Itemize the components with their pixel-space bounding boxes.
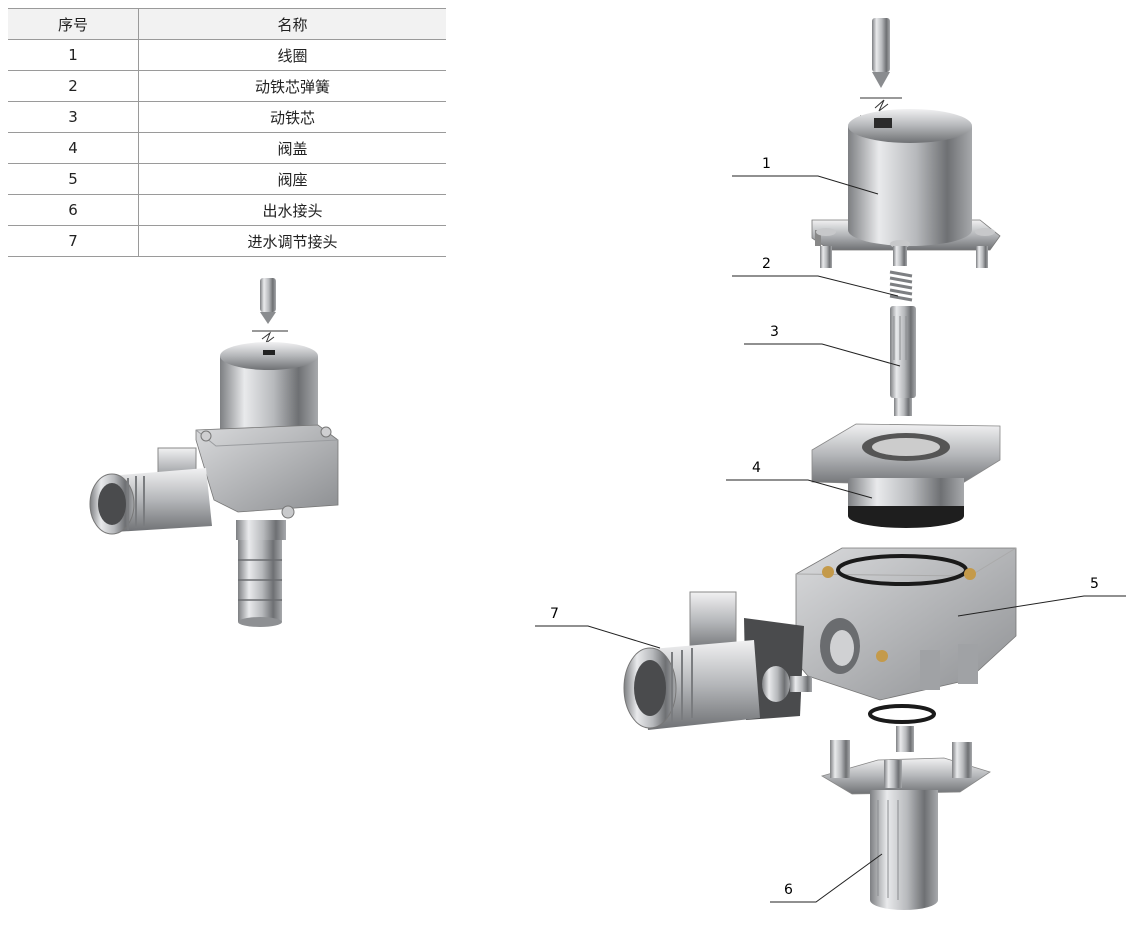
o-ring bbox=[868, 704, 936, 724]
plunger-part bbox=[890, 306, 916, 416]
callout-1: 1 bbox=[762, 156, 771, 172]
row-index: 7 bbox=[8, 225, 139, 257]
spring-part bbox=[889, 270, 913, 302]
callout-5: 5 bbox=[1090, 576, 1099, 592]
callout-2: 2 bbox=[762, 256, 771, 272]
assembled-valve bbox=[89, 278, 339, 627]
callout-6: 6 bbox=[784, 882, 793, 898]
row-index: 4 bbox=[8, 132, 139, 164]
row-name: 进水调节接头 bbox=[138, 225, 446, 257]
row-name: 动铁芯弹簧 bbox=[138, 70, 446, 102]
valve-seat-part bbox=[795, 547, 1017, 701]
coil-part bbox=[811, 109, 1001, 268]
outlet-fitting-part bbox=[821, 726, 991, 910]
inlet-fitting-part bbox=[623, 591, 812, 730]
leader-lines bbox=[535, 175, 1126, 903]
row-name: 线圈 bbox=[138, 39, 446, 71]
table-header-row: 序号 名称 bbox=[8, 8, 446, 40]
callout-7: 7 bbox=[550, 606, 559, 622]
row-index: 2 bbox=[8, 70, 139, 102]
row-index: 6 bbox=[8, 194, 139, 226]
callout-3: 3 bbox=[770, 324, 779, 340]
exploded-valve: 1 2 3 4 5 6 7 bbox=[535, 18, 1126, 910]
row-name: 阀座 bbox=[138, 163, 446, 195]
row-name: 出水接头 bbox=[138, 194, 446, 226]
row-index: 1 bbox=[8, 39, 139, 71]
header-name: 名称 bbox=[138, 8, 446, 40]
valve-cover-part bbox=[811, 423, 1001, 528]
row-index: 3 bbox=[8, 101, 139, 133]
callout-4: 4 bbox=[752, 460, 761, 476]
row-name: 阀盖 bbox=[138, 132, 446, 164]
header-index: 序号 bbox=[8, 8, 139, 40]
row-name: 动铁芯 bbox=[138, 101, 446, 133]
row-index: 5 bbox=[8, 163, 139, 195]
